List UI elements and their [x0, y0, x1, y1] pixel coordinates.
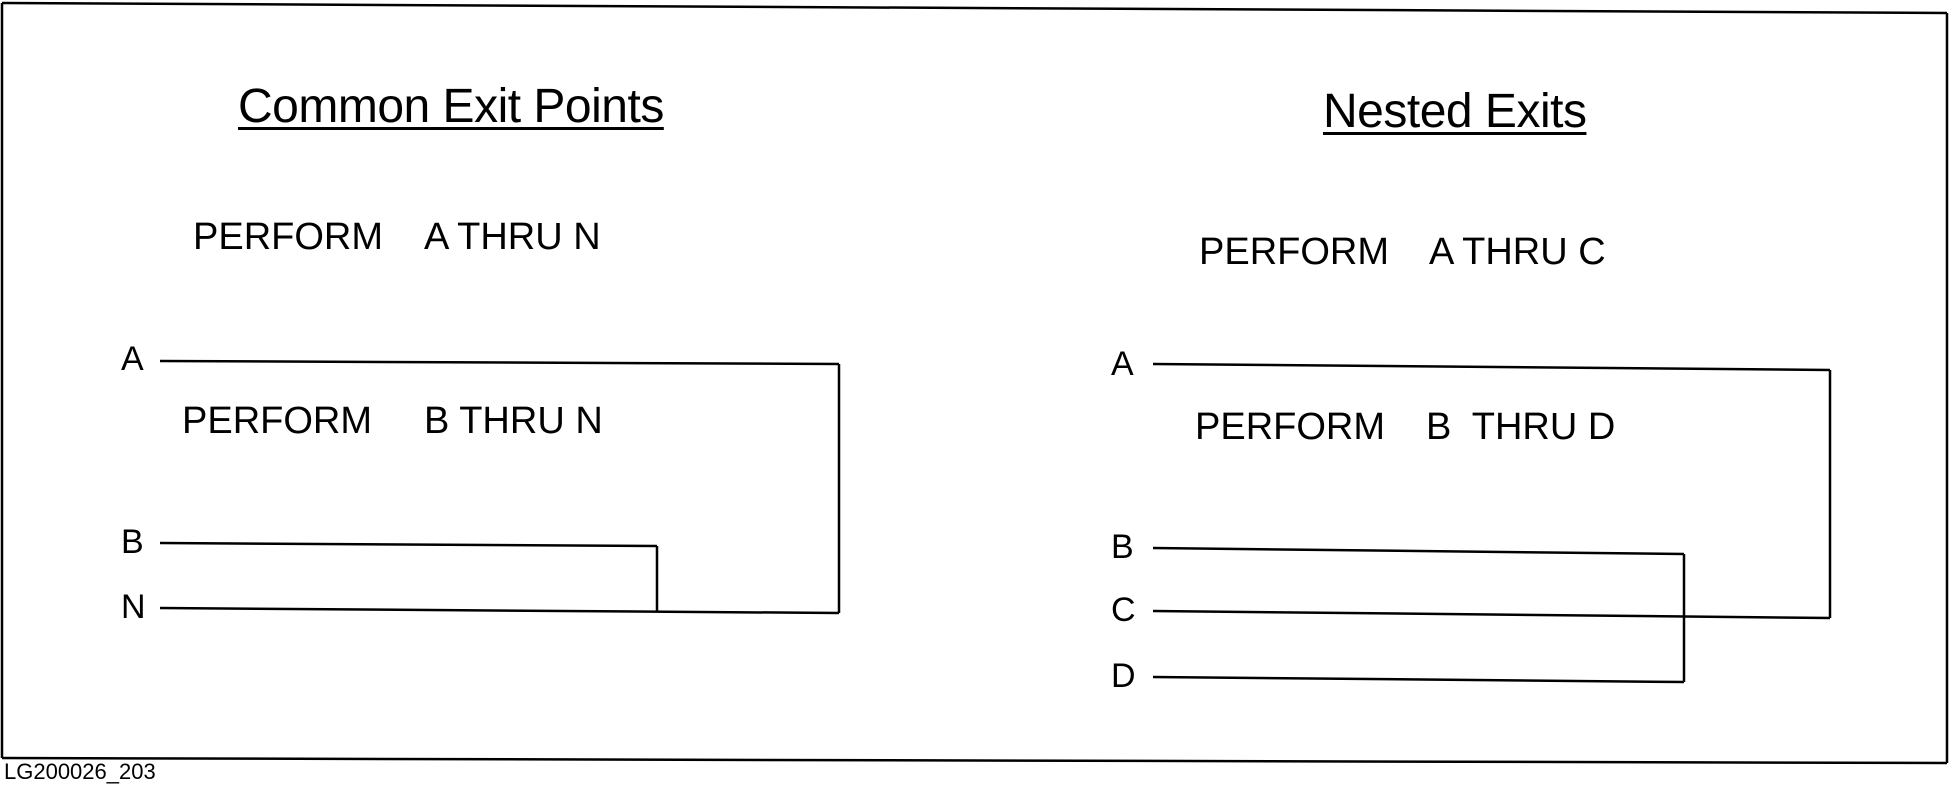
right-panel-title: Nested Exits: [1323, 85, 1587, 138]
left-line-a: [159, 359, 840, 366]
border-top: [1, 1, 1948, 15]
right-statement-1-range: A THRU C: [1429, 231, 1606, 273]
right-statement-2-range: B THRU D: [1426, 406, 1616, 448]
border-bottom: [1, 756, 1948, 765]
left-label-a: A: [121, 340, 144, 378]
left-statement-1-verb: PERFORM: [193, 216, 383, 258]
right-label-b: B: [1111, 528, 1134, 566]
right-line-b: [1152, 546, 1685, 556]
right-label-d: D: [1111, 657, 1136, 695]
figure-id: LG200026_203: [4, 759, 156, 784]
right-line-c: [1152, 609, 1831, 620]
left-panel-title: Common Exit Points: [238, 80, 664, 133]
right-label-c: C: [1111, 591, 1136, 629]
left-label-b: B: [121, 523, 144, 561]
right-statement-1-verb: PERFORM: [1199, 231, 1389, 273]
right-statement-2-verb: PERFORM: [1195, 406, 1385, 448]
left-statement-2-verb: PERFORM: [182, 400, 372, 442]
left-label-n: N: [121, 588, 146, 626]
left-line-n: [159, 606, 840, 615]
right-line-a: [1152, 362, 1831, 372]
left-line-b: [159, 541, 658, 548]
left-statement-1-range: A THRU N: [424, 216, 601, 258]
left-statement-2-range: B THRU N: [424, 400, 603, 442]
right-label-a: A: [1111, 345, 1134, 383]
right-line-d: [1152, 675, 1685, 684]
